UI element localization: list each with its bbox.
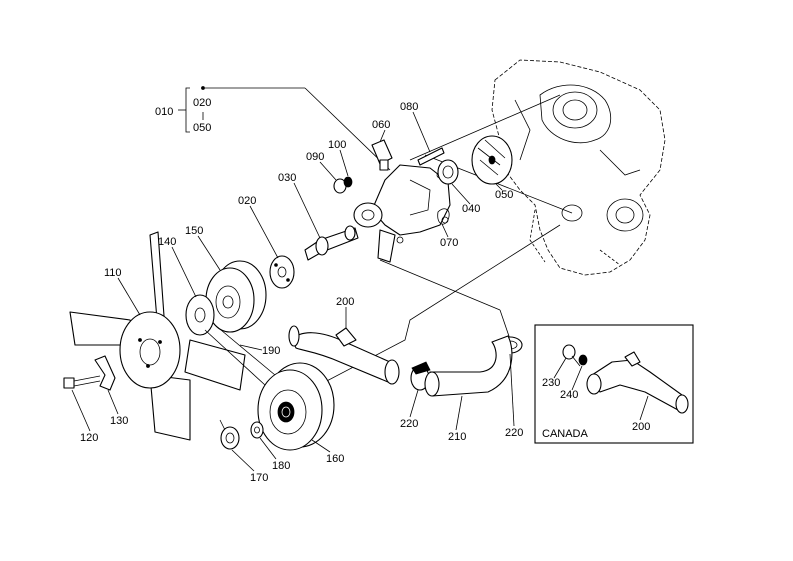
spacer-140 (185, 294, 215, 336)
label-part-220-left: 220 (400, 418, 418, 430)
label-part-120: 120 (80, 432, 98, 444)
stud-080 (417, 147, 445, 166)
label-inset-240: 240 (560, 389, 578, 401)
label-part-020: 020 (238, 195, 256, 207)
label-part-080: 080 (400, 101, 418, 113)
label-part-200: 200 (336, 296, 354, 308)
pulley-150 (205, 260, 267, 333)
water-pump (353, 164, 451, 263)
washer-180 (250, 421, 264, 439)
label-inset-230: 230 (542, 377, 560, 389)
label-part-060: 060 (372, 119, 390, 131)
label-group-050: 050 (193, 122, 211, 134)
label-part-110: 110 (104, 267, 122, 279)
label-part-150: 150 (185, 225, 203, 237)
fan-110 (69, 231, 246, 441)
hose-200 (288, 325, 400, 385)
inset-caption: CANADA (542, 428, 589, 440)
label-part-040: 040 (462, 203, 480, 215)
label-part-090: 090 (306, 151, 324, 163)
inset-bolt-230 (562, 344, 581, 367)
label-part-160: 160 (326, 453, 344, 465)
inset-pipe-200 (586, 351, 689, 414)
label-part-130: 130 (110, 415, 128, 427)
crank-pulley-160 (257, 362, 335, 451)
label-group-010: 010 (155, 106, 173, 118)
label-part-180: 180 (272, 460, 290, 472)
label-part-140: 140 (158, 236, 176, 248)
bolt-120 (63, 375, 101, 389)
group-bracket (178, 86, 205, 133)
label-part-210: 210 (448, 431, 466, 443)
seal-040 (437, 159, 459, 185)
label-part-100: 100 (328, 139, 346, 151)
label-part-170: 170 (250, 472, 268, 484)
labels: 010 020 050 080 060 100 090 030 020 040 … (71, 97, 650, 484)
impeller-050 (471, 135, 513, 185)
nut-170 (220, 426, 240, 450)
lock-plate-130 (94, 355, 116, 391)
inset-washer-240 (578, 354, 588, 366)
hose-210 (424, 335, 513, 397)
nut-090 (333, 176, 353, 194)
label-part-050: 050 (495, 189, 513, 201)
inset-box (534, 324, 694, 444)
label-part-030: 030 (278, 172, 296, 184)
label-group-020: 020 (193, 97, 211, 109)
flange-020 (269, 255, 295, 289)
label-part-070: 070 (440, 237, 458, 249)
label-inset-200: 200 (632, 421, 650, 433)
gasket-070 (437, 208, 450, 225)
label-part-190: 190 (262, 345, 280, 357)
label-part-220-right: 220 (505, 427, 523, 439)
shaft-030 (304, 225, 359, 261)
engine-block (491, 59, 666, 276)
